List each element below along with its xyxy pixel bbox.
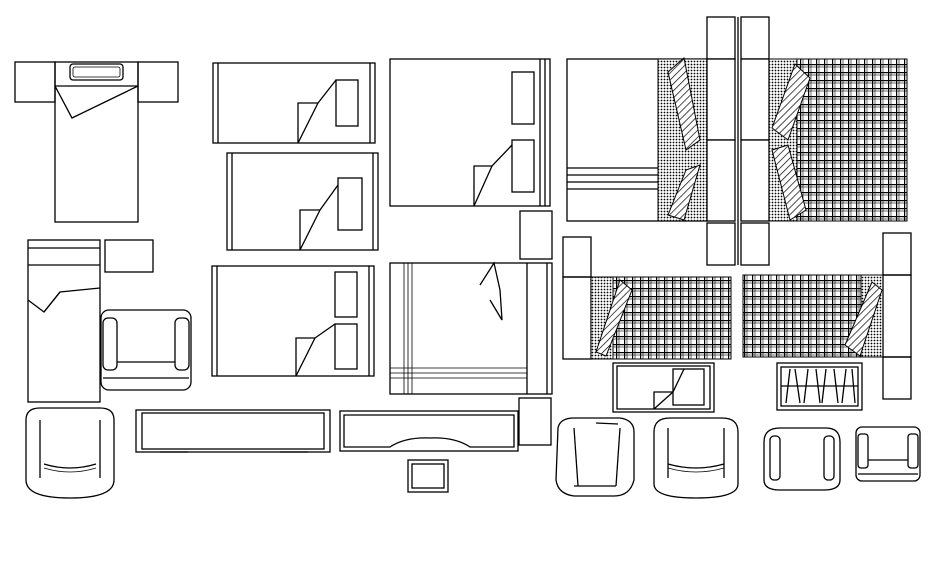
double-bed-lower (211, 265, 375, 377)
bed-plaid-lower-right (742, 232, 912, 400)
single-bed-with-nightstands (14, 61, 179, 223)
single-bed-right-pillows-2 (226, 152, 379, 251)
armchair-left (100, 309, 192, 391)
desk-curved (339, 410, 519, 493)
bed-plaid-lower-left (562, 236, 732, 360)
tv-console (135, 409, 331, 453)
luggage-rack (612, 362, 715, 413)
single-bed-with-side-table (27, 239, 154, 403)
nightstand-small (519, 210, 553, 260)
double-bed-two-pillows (389, 58, 551, 207)
double-bed-plaid-top-left (566, 16, 739, 266)
armchairs-bottom-row (25, 407, 921, 499)
wardrobe-striped (776, 362, 863, 411)
side-table-right (518, 397, 552, 446)
single-bed-right-pillows-1 (212, 62, 376, 144)
double-bed-striped (389, 261, 553, 395)
double-bed-plaid-top-right (740, 16, 908, 266)
